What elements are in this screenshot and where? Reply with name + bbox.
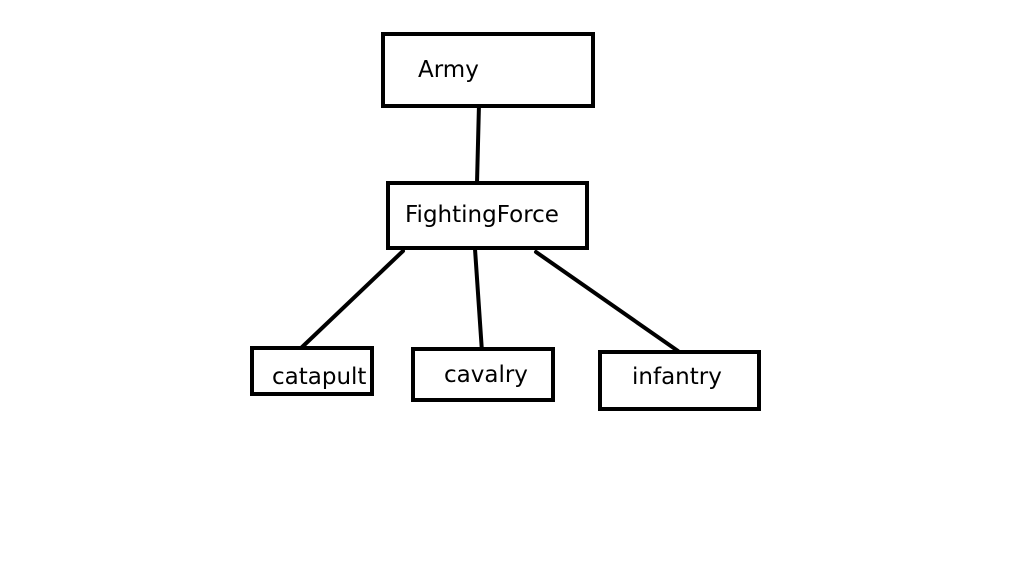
edge-fightingforce-infantry: [534, 250, 680, 353]
edge-army-fightingforce: [475, 102, 481, 185]
edge-fightingforce-cavalry: [473, 247, 484, 354]
node-cavalry: cavalry: [411, 347, 555, 402]
edge-fightingforce-catapult: [297, 249, 405, 352]
node-infantry: infantry: [598, 350, 761, 411]
node-fightingforce-box: [386, 181, 589, 250]
node-catapult-box: [250, 346, 374, 396]
node-catapult: catapult: [250, 346, 374, 396]
node-fightingforce: FightingForce: [386, 181, 589, 250]
node-fightingforce-label: FightingForce: [405, 202, 559, 228]
node-infantry-box: [598, 350, 761, 411]
node-cavalry-box: [411, 347, 555, 402]
node-cavalry-label: cavalry: [444, 362, 528, 388]
node-army: Army: [381, 32, 595, 108]
node-infantry-label: infantry: [632, 364, 722, 390]
node-army-box: [381, 32, 595, 108]
node-catapult-label: catapult: [272, 364, 366, 390]
node-army-label: Army: [418, 57, 479, 83]
